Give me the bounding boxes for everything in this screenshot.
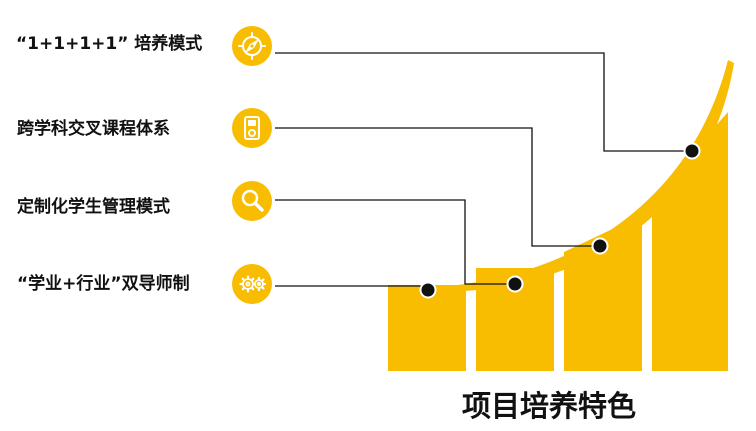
- feature-label-3: 定制化学生管理模式: [17, 197, 170, 217]
- connector-line-2: [275, 127, 600, 247]
- bar-4: [652, 112, 728, 371]
- gears-icon: [232, 264, 272, 304]
- feature-label-1: “1+1+1+1” 培养模式: [16, 34, 203, 54]
- magnifier-icon: [232, 181, 272, 221]
- endpoint-dot-1: [683, 142, 701, 160]
- feature-label-2: 跨学科交叉课程体系: [17, 119, 170, 139]
- endpoint-dot-3: [506, 275, 524, 293]
- bar-3: [564, 215, 642, 371]
- connector-line-3: [275, 199, 515, 285]
- connector-line-1: [275, 52, 692, 152]
- bar-1: [388, 285, 466, 371]
- diagram-title: 项目培养特色: [462, 389, 637, 423]
- feature-label-4: “学业+行业”双导师制: [17, 274, 190, 294]
- endpoint-dot-4: [419, 281, 437, 299]
- music-player-icon: [232, 108, 272, 148]
- compass-icon: [232, 26, 272, 66]
- endpoint-dot-2: [591, 237, 609, 255]
